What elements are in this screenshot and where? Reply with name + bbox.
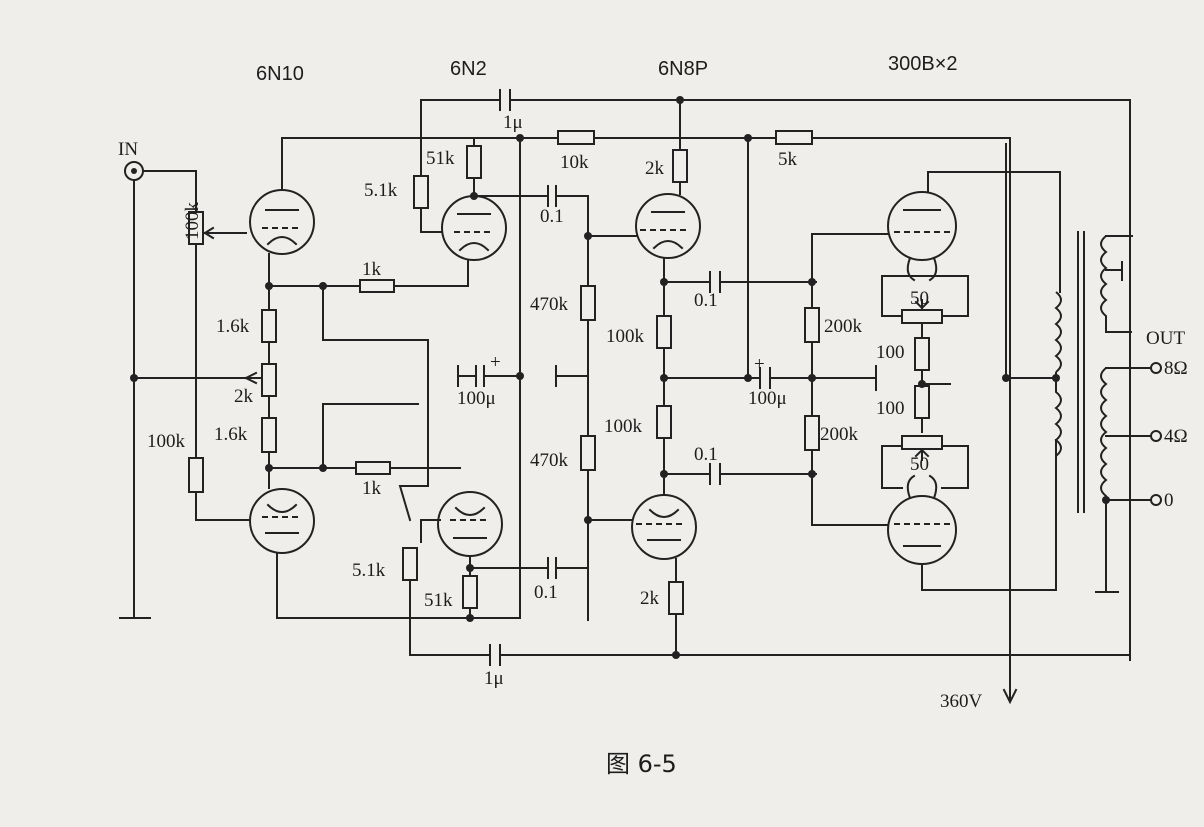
figure-caption: 图 6-5 <box>606 750 677 778</box>
label-cathode-upper: 1.6k <box>216 316 250 337</box>
label-10k: 10k <box>560 152 589 173</box>
resistor-100k-lower: 100k <box>604 405 672 439</box>
tube-6n2-upper <box>441 195 507 261</box>
label-200k-lower: 200k <box>820 424 859 445</box>
capacitor-driver-upper: 0.1 <box>694 271 721 311</box>
resistor-470k-lower: 470k <box>530 435 596 471</box>
label-2k-lower: 2k <box>640 588 660 609</box>
resistor-grid2-lower: 5.1k <box>352 547 418 581</box>
resistor-input-pot: 100k <box>182 202 247 459</box>
label-grid-lower: 100k <box>147 431 186 452</box>
resistor-cathode-upper: 1.6k <box>216 309 277 343</box>
label-driver-upper: 0.1 <box>694 290 718 311</box>
label-driver-lower: 0.1 <box>694 444 718 465</box>
output-tap-0: 0 <box>1164 490 1174 511</box>
resistor-100-lower: 100 <box>876 385 930 419</box>
output-tap-8: 8Ω <box>1164 358 1188 379</box>
label-hum-lower: 50 <box>910 454 929 475</box>
resistor-grid-lower: 100k <box>147 431 249 521</box>
supply-360v: 360V <box>940 688 1018 712</box>
tube-6n10-header: 6N10 <box>256 63 304 85</box>
resistor-2k-upper: 2k <box>645 149 688 183</box>
supply-label: 360V <box>940 691 983 712</box>
label-grid2-lower: 5.1k <box>352 560 386 581</box>
label-bias2-cap: 100μ <box>748 388 787 409</box>
label-100-upper: 100 <box>876 342 905 363</box>
label-200k-upper: 200k <box>824 316 863 337</box>
tube-6n8p-lower <box>631 494 697 560</box>
tube-6n10-upper <box>249 189 315 255</box>
label-470k-upper: 470k <box>530 294 569 315</box>
resistor-link-upper: 1k <box>359 259 395 293</box>
label-bias-cap: 100μ <box>457 388 496 409</box>
output-label: OUT <box>1146 328 1185 349</box>
capacitor-coupling-lower: 0.1 <box>534 557 558 603</box>
resistor-200k-upper: 200k <box>804 307 863 343</box>
bias-plus-sign: + <box>490 352 501 373</box>
capacitor-driver-lower: 0.1 <box>694 444 721 485</box>
input-jack: IN <box>118 139 144 181</box>
bias2-plus-sign: + <box>754 354 765 375</box>
tube-300b-header: 300B×2 <box>888 53 958 75</box>
label-5k: 5k <box>778 149 798 170</box>
resistor-100k-upper: 100k <box>606 315 672 349</box>
tube-6n10-lower <box>249 488 315 554</box>
resistor-100-upper: 100 <box>876 337 930 371</box>
capacitor-feedback-upper: 1μ <box>499 89 523 133</box>
label-fb-lower: 1μ <box>484 668 504 689</box>
label-coupling-lower: 0.1 <box>534 582 558 603</box>
capacitor-bias2-100u: + 100μ <box>748 354 787 409</box>
tube-300b-upper <box>887 191 957 282</box>
output-transformer <box>1054 231 1151 593</box>
tube-6n2-lower <box>437 491 503 557</box>
label-coupling-upper: 0.1 <box>540 206 564 227</box>
resistor-plate-lower: 51k <box>424 575 478 611</box>
resistor-plate-upper: 51k <box>426 145 482 179</box>
capacitor-feedback-lower: 1μ <box>484 644 504 689</box>
label-cathode-lower: 1.6k <box>214 424 248 445</box>
resistor-470k-upper: 470k <box>530 285 596 321</box>
resistor-10k: 10k <box>557 130 595 173</box>
capacitor-bias-100u: + 100μ <box>457 352 521 409</box>
wiring-6n8p <box>587 99 877 656</box>
tube-6n2-header: 6N2 <box>450 58 487 80</box>
wiring-6n10 <box>268 137 1011 619</box>
resistor-cathode-lower: 1.6k <box>214 417 277 453</box>
pot-hum-lower: 50 <box>901 435 943 475</box>
wiring-300b-grid <box>811 233 891 526</box>
label-plate-lower: 51k <box>424 590 453 611</box>
label-link-lower: 1k <box>362 478 382 499</box>
resistor-200k-lower: 200k <box>804 415 859 451</box>
ground-mid <box>555 365 589 387</box>
output-tap-4: 4Ω <box>1164 426 1188 447</box>
tube-6n8p-header: 6N8P <box>658 58 708 80</box>
wiring-300b <box>881 137 1061 701</box>
pot-hum-upper: 50 <box>901 288 943 324</box>
label-100-lower: 100 <box>876 398 905 419</box>
label-cathode-pot: 2k <box>234 386 254 407</box>
resistor-grid2-upper: 5.1k <box>364 175 429 209</box>
label-link-upper: 1k <box>362 259 382 280</box>
resistor-cathode-pot: 2k <box>234 363 277 407</box>
input-label: IN <box>118 139 138 160</box>
label-fb-upper: 1μ <box>503 112 523 133</box>
capacitor-coupling-upper: 0.1 <box>540 185 564 227</box>
tube-6n8p-upper <box>635 193 701 259</box>
output-terminals: OUT 8Ω 4Ω 0 <box>1146 328 1188 511</box>
label-2k-upper: 2k <box>645 158 665 179</box>
tube-300b-lower <box>887 474 957 565</box>
input-wiring <box>119 170 263 619</box>
resistor-link-lower: 1k <box>355 461 391 499</box>
resistor-5k: 5k <box>775 130 813 170</box>
label-grid2-upper: 5.1k <box>364 180 398 201</box>
label-input-pot: 100k <box>182 202 203 241</box>
label-plate-upper: 51k <box>426 148 455 169</box>
label-100k-upper: 100k <box>606 326 645 347</box>
label-100k-lower: 100k <box>604 416 643 437</box>
label-hum-upper: 50 <box>910 288 929 309</box>
resistor-2k-lower: 2k <box>640 581 684 615</box>
label-470k-lower: 470k <box>530 450 569 471</box>
